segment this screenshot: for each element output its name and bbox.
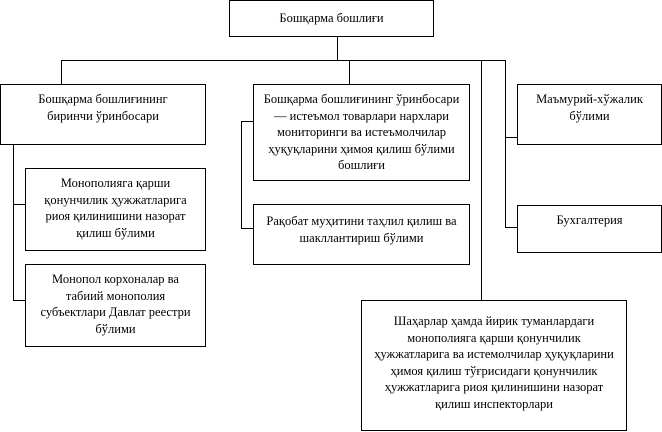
antimonopoly-compliance-box: Монополияга қарши қонунчилик ҳужжатлариг…: [25, 168, 206, 251]
connector: [505, 60, 506, 228]
connector: [13, 300, 25, 301]
connector: [505, 137, 517, 138]
inspectors-label: Шаҳарлар ҳамда йирик туманлардаги монопо…: [374, 314, 614, 411]
connector: [349, 60, 350, 84]
deputy-consumer-box: Бошқарма бошлиғининг ўринбосари — истеъм…: [253, 84, 470, 181]
first-deputy-box: Бошқарма бошлиғининг биринчи ўринбосари: [0, 84, 206, 145]
connector: [13, 144, 14, 301]
connector: [241, 121, 242, 228]
inspectors-box: Шаҳарлар ҳамда йирик туманлардаги монопо…: [361, 300, 627, 431]
first-deputy-label: Бошқарма бошлиғининг биринчи ўринбосари: [38, 92, 168, 123]
monopoly-registry-label: Монопол корхоналар ва табиий монополия с…: [40, 272, 191, 336]
connector: [505, 227, 517, 228]
connector: [481, 60, 482, 300]
head-label: Бошқарма бошлиғи: [279, 11, 384, 26]
monopoly-registry-box: Монопол корхоналар ва табиий монополия с…: [25, 264, 206, 347]
connector: [61, 60, 62, 84]
head-box: Бошқарма бошлиғи: [229, 0, 434, 37]
connector: [337, 36, 338, 60]
admin-dept-box: Маъмурий-хўжалик бўлими: [517, 84, 662, 145]
accounting-label: Бухгалтерия: [556, 213, 623, 227]
connector: [13, 204, 25, 205]
admin-dept-label: Маъмурий-хўжалик бўлими: [536, 92, 643, 123]
deputy-consumer-label: Бошқарма бошлиғининг ўринбосари — истеъм…: [263, 92, 460, 172]
connector: [241, 228, 253, 229]
competition-dept-label: Рақобат муҳитини таҳлил қилиш ва шакллан…: [266, 214, 457, 245]
antimonopoly-compliance-label: Монополияга қарши қонунчилик ҳужжатлариг…: [44, 176, 187, 240]
connector: [241, 121, 253, 122]
accounting-box: Бухгалтерия: [517, 205, 662, 253]
competition-dept-box: Рақобат муҳитини таҳлил қилиш ва шакллан…: [253, 204, 470, 265]
connector: [61, 60, 506, 61]
